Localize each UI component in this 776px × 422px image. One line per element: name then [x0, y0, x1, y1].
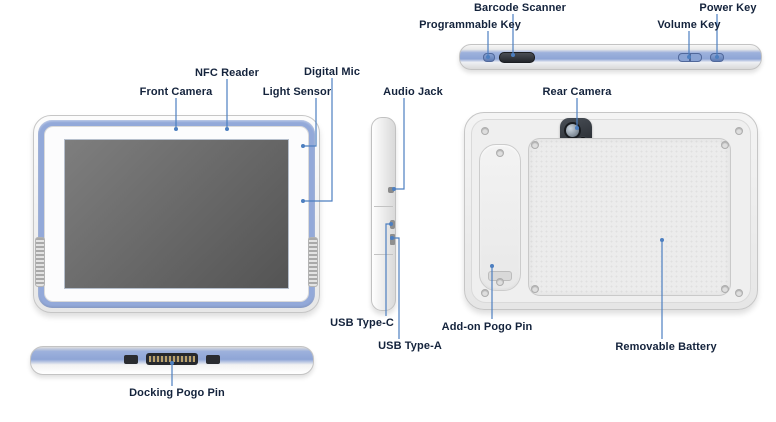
screw: [531, 141, 539, 149]
label-audio-jack: Audio Jack: [383, 86, 443, 98]
side-view: [371, 117, 396, 311]
addon-pogo-pin-area: [479, 144, 521, 291]
label-barcode-scanner: Barcode Scanner: [474, 2, 566, 14]
label-volume-key: Volume Key: [657, 19, 721, 31]
dock-guide-left: [124, 355, 138, 364]
screw: [721, 285, 729, 293]
label-digital-mic: Digital Mic: [303, 66, 361, 78]
screw: [496, 278, 504, 286]
speaker-grille-right: [308, 237, 318, 287]
label-usb-type-c: USB Type-C: [330, 317, 394, 329]
programmable-key-button: [483, 53, 495, 62]
dock-pins: [149, 356, 195, 362]
usb-type-a-port: [390, 234, 395, 245]
bottom-edge-view: [30, 346, 314, 375]
front-view: [33, 115, 320, 313]
label-usb-type-a: USB Type-A: [378, 340, 442, 352]
screw: [481, 289, 489, 297]
usb-type-c-port: [390, 220, 395, 229]
screw: [735, 289, 743, 297]
docking-pogo-pin-connector: [146, 353, 198, 365]
label-light-sensor: Light Sensor: [262, 86, 332, 98]
dock-guide-right: [206, 355, 220, 364]
top-edge-view: [459, 44, 762, 70]
power-key-button: [710, 53, 724, 62]
side-seam: [374, 254, 393, 255]
label-docking-pogo-pin: Docking Pogo Pin: [129, 387, 225, 399]
removable-battery-door: [528, 138, 731, 296]
label-power-key: Power Key: [699, 2, 757, 14]
speaker-grille-left: [35, 237, 45, 287]
screen: [64, 139, 289, 289]
screw: [496, 149, 504, 157]
label-nfc-reader: NFC Reader: [195, 67, 259, 79]
label-addon-pogo-pin: Add-on Pogo Pin: [441, 321, 533, 333]
label-removable-battery: Removable Battery: [615, 341, 717, 353]
barcode-scanner-window: [499, 52, 535, 63]
audio-jack-port: [388, 187, 394, 193]
camera-lens: [564, 122, 581, 139]
side-seam: [374, 206, 393, 207]
callout-audio-jack: [395, 98, 405, 190]
label-rear-camera: Rear Camera: [542, 86, 612, 98]
screw: [735, 127, 743, 135]
volume-key-button: [678, 53, 702, 62]
screw: [481, 127, 489, 135]
screw: [531, 285, 539, 293]
label-front-camera: Front Camera: [139, 86, 213, 98]
screw: [721, 141, 729, 149]
rear-view: [464, 112, 758, 310]
label-programmable-key: Programmable Key: [419, 19, 521, 31]
